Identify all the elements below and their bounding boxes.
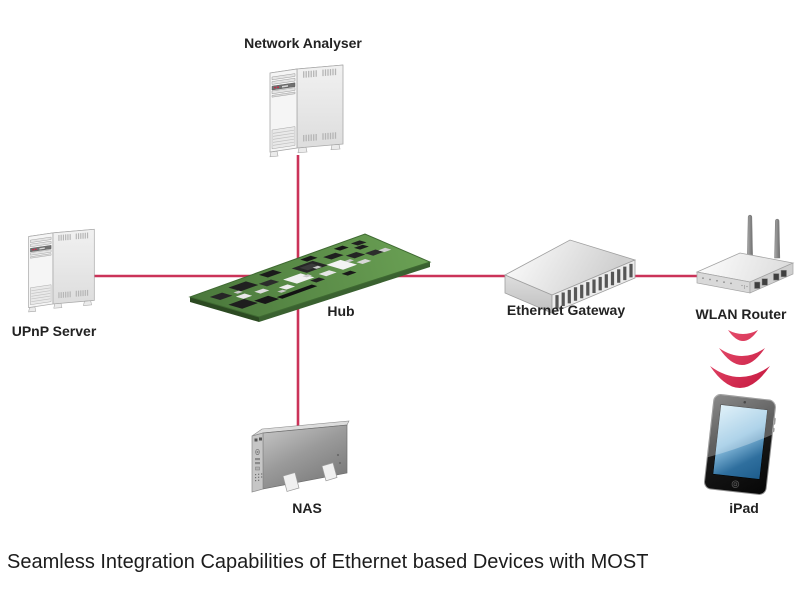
wifi-wave-arc	[719, 348, 765, 365]
wifi-waves-icon	[710, 330, 770, 388]
hub-device	[188, 233, 432, 322]
ethernet-gateway-device	[504, 239, 637, 314]
wifi-wave-arc	[710, 366, 770, 388]
router-led-dots	[702, 277, 748, 289]
caption: Seamless Integration Capabilities of Eth…	[7, 551, 649, 573]
nas-front-controls	[254, 437, 263, 482]
nas-device	[251, 420, 350, 493]
label-upnp-server: UPnP Server	[11, 323, 97, 339]
wlan-router-device	[695, 214, 795, 294]
router-ports	[754, 270, 787, 289]
label-ethernet-gateway: Ethernet Gateway	[506, 302, 626, 318]
gateway-vent-slots	[555, 263, 633, 309]
router-antenna-left	[747, 214, 753, 257]
ipad-camera-dot	[743, 400, 747, 404]
label-wlan-router: WLAN Router	[695, 306, 787, 322]
ipad-screen	[712, 404, 768, 480]
wifi-wave-arc	[728, 330, 758, 341]
network-analyser-device	[269, 64, 344, 158]
label-network-analyser: Network Analyser	[244, 35, 362, 51]
nas-stand-front	[282, 472, 300, 492]
upnp-server-device	[28, 228, 95, 313]
label-hub: Hub	[327, 303, 355, 319]
label-ipad: iPad	[729, 500, 759, 516]
ipad-home-button	[731, 480, 740, 488]
ipad-device	[704, 394, 776, 495]
router-antenna-right	[774, 218, 781, 259]
label-nas: NAS	[292, 500, 322, 516]
pcb-components	[209, 240, 392, 309]
nas-stand-back	[321, 462, 338, 482]
